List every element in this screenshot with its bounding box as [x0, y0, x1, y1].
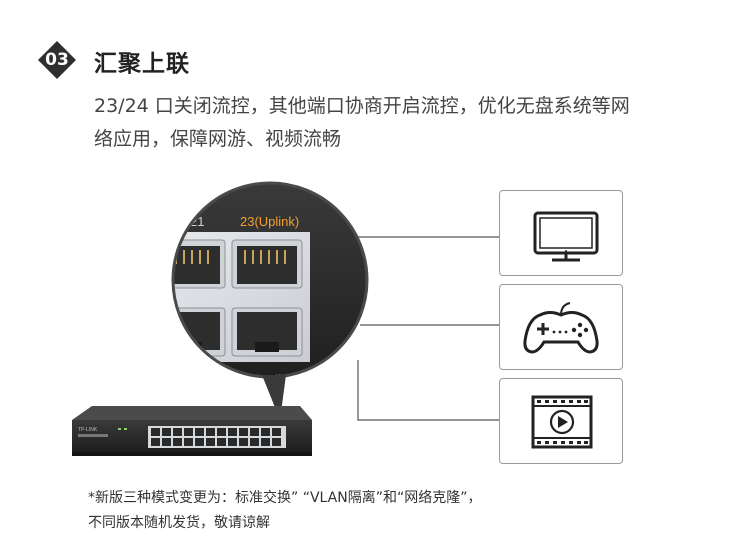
device-box-gamepad [499, 284, 623, 370]
switch-port [184, 428, 193, 436]
footnote: *新版三种模式变更为：标准交换” “VLAN隔离”和“网络克隆”， 不同版本随机… [88, 486, 481, 536]
switch-port [239, 428, 248, 436]
switch-port [272, 438, 281, 446]
port-label-22: 22 [190, 372, 204, 387]
switch-port [195, 428, 204, 436]
switch-port [250, 438, 259, 446]
section-number-badge: 03 [38, 41, 76, 79]
gamepad-icon [523, 302, 599, 354]
connector-lines [352, 236, 500, 421]
switch-port [217, 438, 226, 446]
switch-port [206, 428, 215, 436]
switch-port [162, 428, 171, 436]
description-line-2: 络应用，保障网游、视频流畅 [94, 128, 342, 150]
switch-port [228, 428, 237, 436]
device-box-video [499, 378, 623, 464]
switch-port [151, 428, 160, 436]
port-label-24: 24(Uplink) [240, 372, 299, 387]
switch-port [195, 438, 204, 446]
switch-port [217, 428, 226, 436]
switch-port [250, 428, 259, 436]
badge-diamond-shape [38, 41, 76, 79]
switch-port [173, 438, 182, 446]
switch-port [272, 428, 281, 436]
video-icon [531, 395, 593, 449]
zoomed-port-view: 21 23(Uplink) 22 24(Uplink) [173, 183, 367, 387]
switch-port [151, 438, 160, 446]
switch-illustration: 21 23(Uplink) 22 24(Uplink) TP-LINK [72, 181, 500, 456]
port-label-23: 23(Uplink) [240, 214, 299, 229]
monitor-icon [533, 211, 599, 262]
connector-line-video [357, 360, 500, 421]
footnote-line-1: *新版三种模式变更为：标准交换” “VLAN隔离”和“网络克隆”， [88, 490, 482, 506]
device-box-monitor [499, 190, 623, 276]
switch-port [261, 428, 270, 436]
switch-port [261, 438, 270, 446]
switch-port [239, 438, 248, 446]
switch-port [162, 438, 171, 446]
switch-port [173, 428, 182, 436]
description-line-1: 23/24 口关闭流控，其他端口协商开启流控，优化无盘系统等网 [94, 95, 630, 117]
section-title: 汇聚上联 [94, 51, 190, 77]
switch-unit: TP-LINK [72, 406, 312, 456]
switch-brand-label: TP-LINK [78, 427, 98, 433]
section-description: 23/24 口关闭流控，其他端口协商开启流控，优化无盘系统等网 络应用，保障网游… [94, 90, 714, 156]
switch-port [184, 438, 193, 446]
switch-port [228, 438, 237, 446]
switch-port [206, 438, 215, 446]
footnote-line-2: 不同版本随机发货，敬请谅解 [88, 515, 270, 531]
section-number: 03 [45, 50, 69, 70]
